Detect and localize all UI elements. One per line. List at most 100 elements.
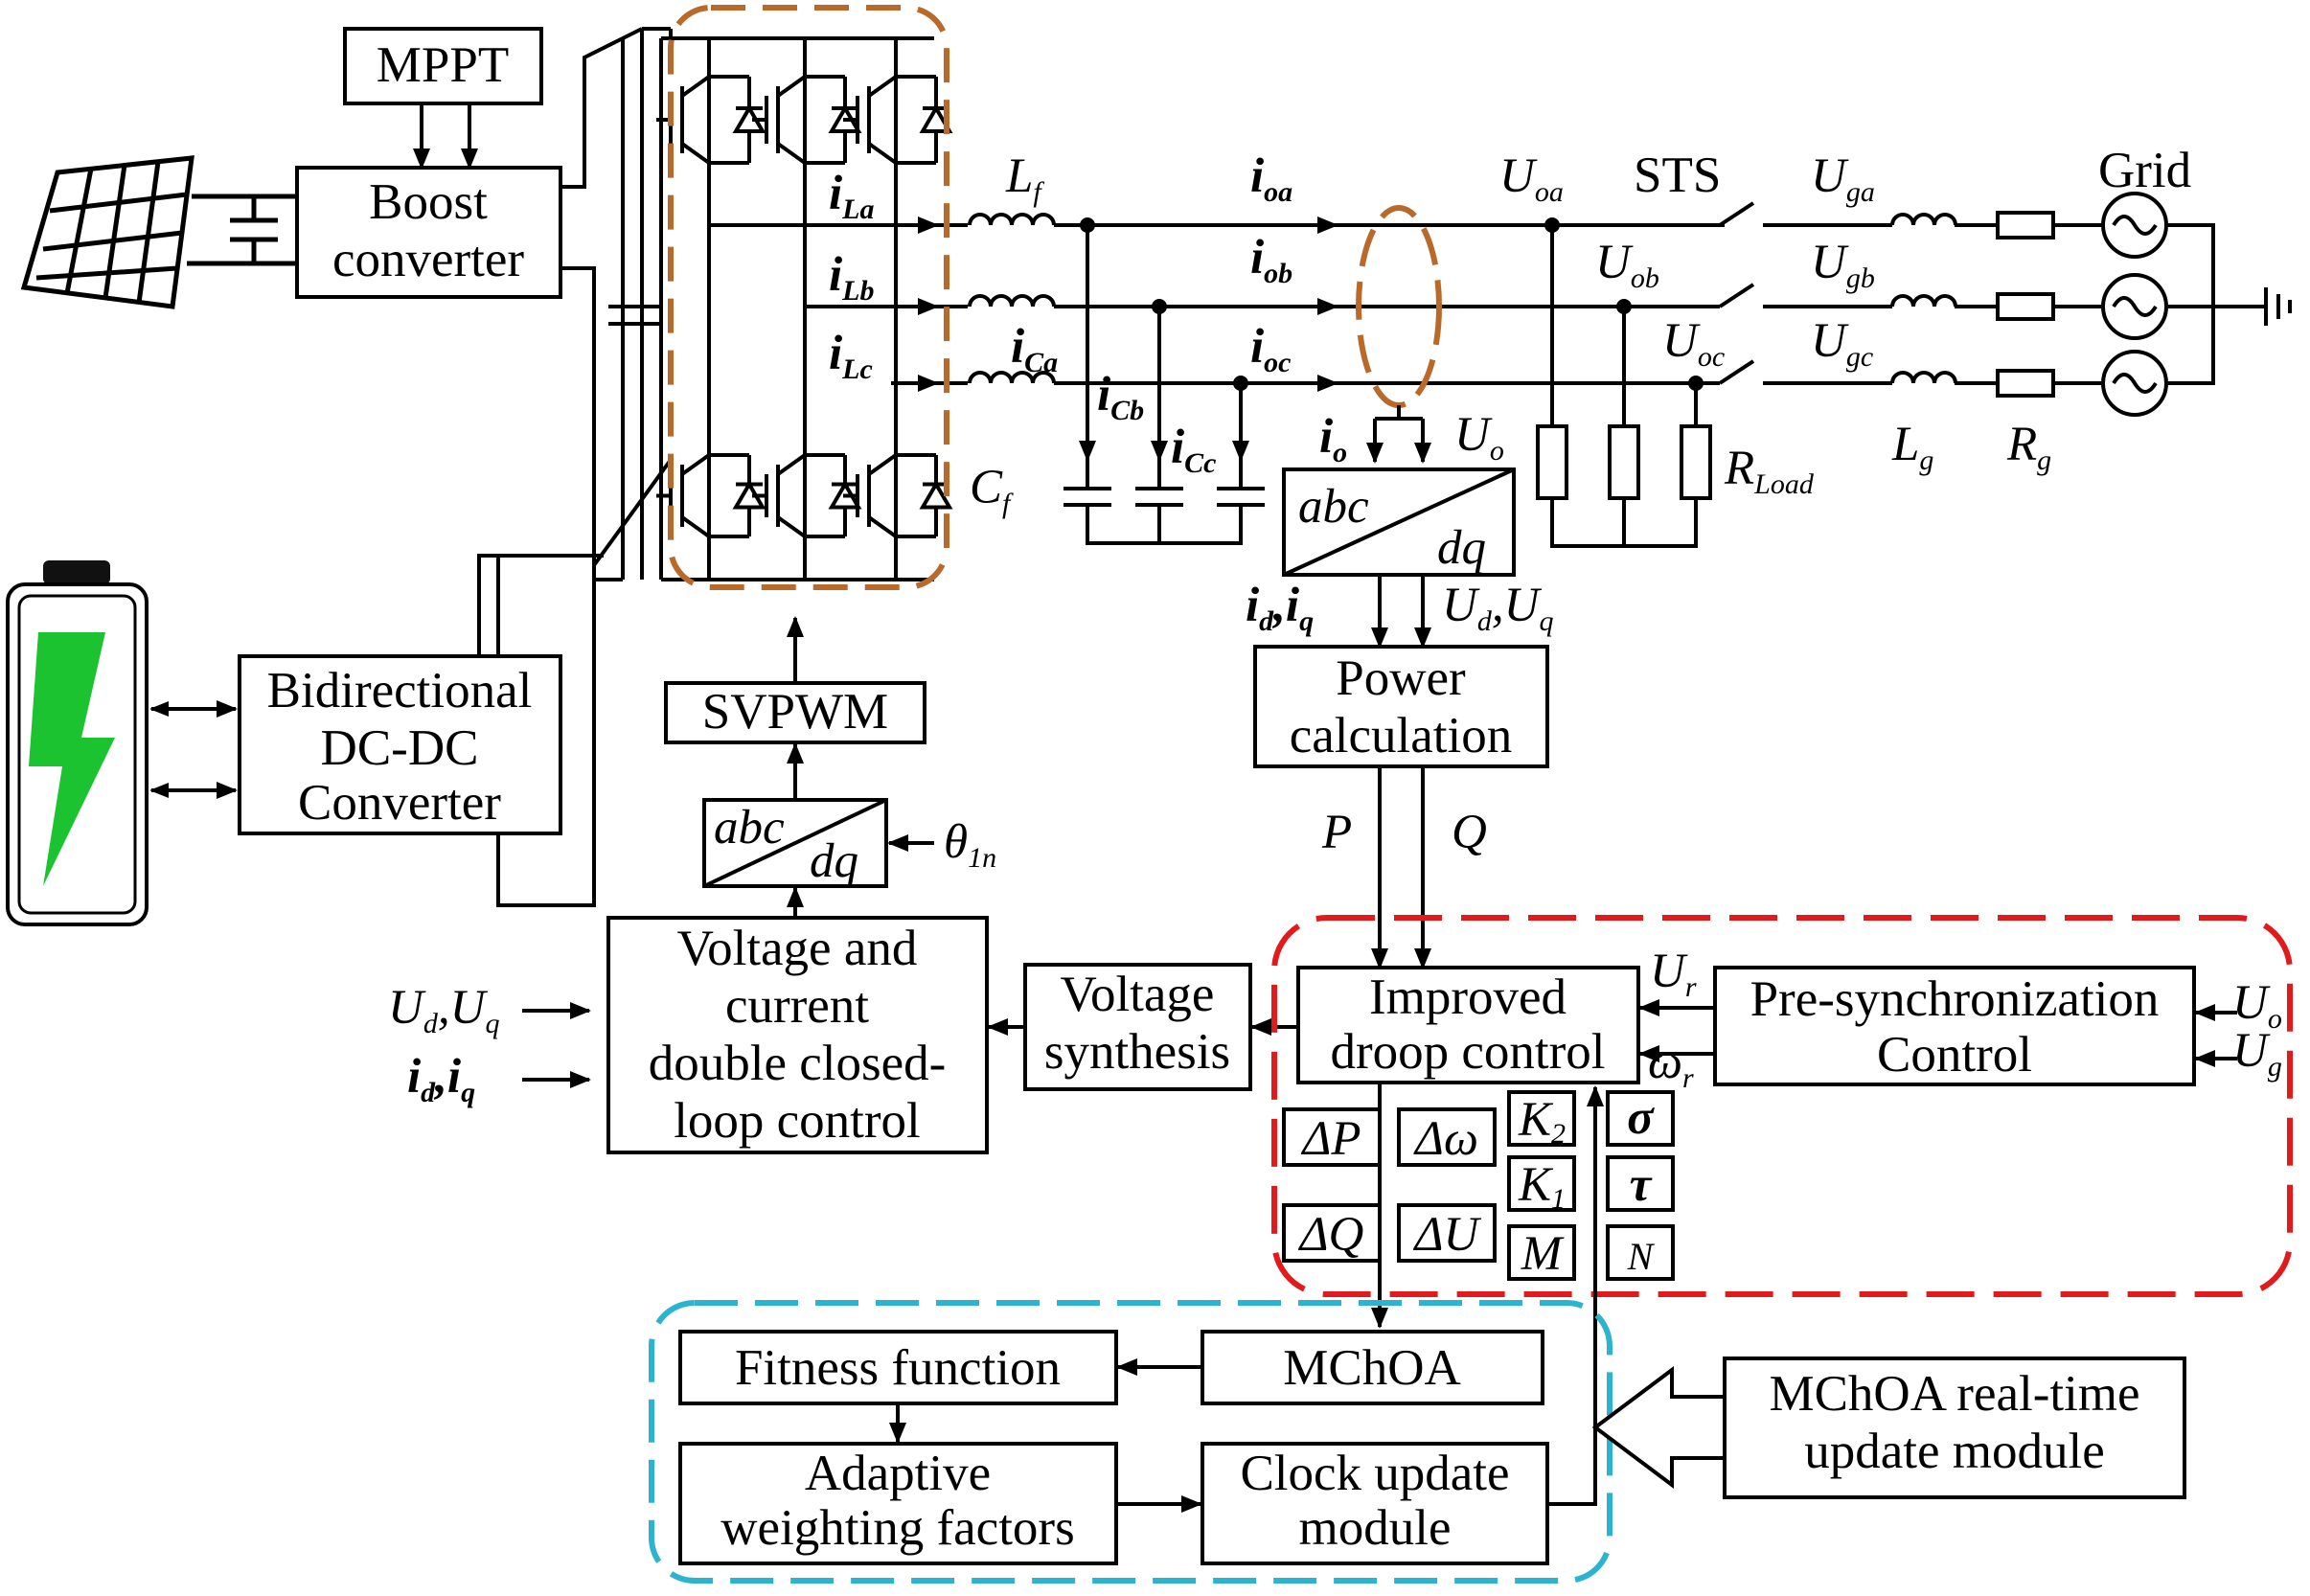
abc-dq-upper-diagonal: [1283, 467, 1515, 577]
grid-label: Grid: [2098, 143, 2191, 198]
label-io: io: [1319, 410, 1347, 468]
droop-label-2: droop control: [1330, 1024, 1605, 1080]
igbt-switches: [656, 38, 953, 580]
adaptive-label-2: weighting factors: [720, 1500, 1074, 1556]
param-M: M: [1521, 1227, 1565, 1281]
svg-text:K1: K1: [1518, 1158, 1566, 1215]
label-iCb: iCb: [1097, 368, 1144, 426]
label-ioc: ioc: [1250, 320, 1292, 378]
param-dw: Δω: [1413, 1112, 1478, 1166]
boost-converter-block: [295, 166, 562, 299]
label-Q: Q: [1452, 806, 1487, 859]
svg-text:iLc: iLc: [829, 327, 873, 385]
sts-switches: [1718, 201, 1892, 385]
vs-label-1: Voltage: [1061, 967, 1215, 1022]
abc-lower-label: abc: [714, 801, 785, 855]
presync-label-2: Control: [1877, 1027, 2032, 1083]
pv-capacitor: [230, 196, 278, 263]
svg-text:ωr: ωr: [1648, 1036, 1694, 1094]
label-Ur: Ur: [1650, 945, 1697, 1003]
label-Uoc: Uoc: [1662, 314, 1725, 373]
param-sigma: σ: [1627, 1091, 1655, 1145]
igbt-icon: [843, 75, 953, 165]
battery-arrows: [149, 700, 238, 799]
label-Lf: Lf: [1005, 149, 1044, 208]
param-dU: ΔU: [1413, 1208, 1482, 1262]
svg-text:Cf: Cf: [970, 461, 1014, 519]
bidir-label-2: DC-DC: [321, 720, 479, 776]
clock-label-1: Clock update: [1240, 1446, 1509, 1501]
bidir-label-3: Converter: [298, 775, 501, 831]
param-K1: K1: [1518, 1158, 1566, 1215]
svg-text:ioc: ioc: [1250, 320, 1292, 378]
clock-to-droop-wire: [1547, 1085, 1604, 1506]
label-iLb: iLb: [829, 248, 875, 307]
svg-text:Ur: Ur: [1650, 945, 1697, 1003]
presync-block: [1713, 966, 2196, 1086]
svg-text:iLa: iLa: [829, 167, 875, 225]
adaptive-weighting-block: [678, 1442, 1118, 1565]
label-Uga: Uga: [1811, 149, 1875, 208]
label-UdUq-in: Ud,Uq: [388, 981, 499, 1039]
io-uo-tap: [1366, 405, 1431, 464]
load-resistors: [1536, 225, 1712, 548]
label-Ugc: Ugc: [1811, 314, 1873, 373]
svg-text:Rg: Rg: [2006, 418, 2051, 476]
clock-label-2: module: [1299, 1500, 1452, 1556]
cap-current-arrows: [1079, 412, 1249, 462]
svg-text:Uob: Uob: [1595, 236, 1659, 294]
svg-text:Ugc: Ugc: [1811, 314, 1873, 373]
svg-text:id,iq: id,iq: [407, 1050, 475, 1108]
grid-inductors: [1890, 213, 1957, 384]
junction-dots-load: [1544, 217, 1704, 391]
pq-arrows: [1371, 766, 1431, 969]
label-iCa: iCa: [1011, 320, 1058, 378]
svg-text:θ1n: θ1n: [944, 815, 996, 874]
battery-bolt-icon: [29, 632, 115, 886]
power-calc-label-2: calculation: [1290, 708, 1513, 764]
svg-text:Ugb: Ugb: [1811, 236, 1875, 294]
power-calculation-block: [1253, 645, 1549, 768]
label-Ugb: Ugb: [1811, 236, 1875, 294]
label-iob: iob: [1250, 231, 1292, 289]
vc-label-1: Voltage and: [677, 921, 918, 976]
voltage-current-control-block: [606, 916, 989, 1154]
mppt-label: MPPT: [377, 37, 509, 93]
svg-text:io: io: [1319, 410, 1347, 468]
abc-dq-lower-diagonal: [703, 798, 887, 888]
adaptive-label-1: Adaptive: [805, 1446, 991, 1501]
realtime-update-block: [1723, 1357, 2186, 1499]
svg-text:Lf: Lf: [1005, 149, 1044, 208]
svg-text:iCa: iCa: [1011, 320, 1058, 378]
label-idiq-in: id,iq: [407, 1050, 475, 1108]
mchoa-dashed-box: [649, 1300, 1612, 1584]
droop-label-1: Improved: [1369, 969, 1567, 1025]
inverter-current-arrows: [891, 217, 939, 392]
label-theta: θ1n: [944, 815, 996, 874]
label-iLc: iLc: [829, 327, 873, 385]
mchoa-label: MChOA: [1283, 1340, 1461, 1396]
mppt-block: [343, 27, 543, 105]
label-Lg: Lg: [1891, 418, 1933, 476]
realtime-hollow-arrow: [1591, 1366, 1727, 1489]
label-P: P: [1321, 806, 1352, 859]
vc-label-4: loop control: [674, 1093, 921, 1149]
fitness-function-block: [678, 1330, 1118, 1405]
label-UdUq-calc: Ud,Uq: [1442, 579, 1553, 637]
svg-text:id,iq: id,iq: [1246, 579, 1314, 637]
svg-text:Ud,Uq: Ud,Uq: [388, 981, 499, 1039]
battery-to-bus-wires: [477, 554, 604, 907]
label-Uo: Uo: [1454, 408, 1504, 467]
pv-panel-icon: [20, 155, 297, 309]
abc-upper-label: abc: [1298, 480, 1369, 534]
label-Ug-in: Ug: [2232, 1024, 2282, 1083]
param-K2: K2: [1518, 1093, 1566, 1150]
vs-label-2: synthesis: [1044, 1024, 1230, 1080]
label-Uoa: Uoa: [1499, 149, 1564, 208]
svg-text:iCb: iCb: [1097, 368, 1144, 426]
boost-label-1: Boost: [369, 174, 488, 230]
param-N: N: [1627, 1235, 1656, 1278]
inverter-dashed-box: [668, 5, 949, 590]
svpwm-label: SVPWM: [702, 684, 888, 740]
